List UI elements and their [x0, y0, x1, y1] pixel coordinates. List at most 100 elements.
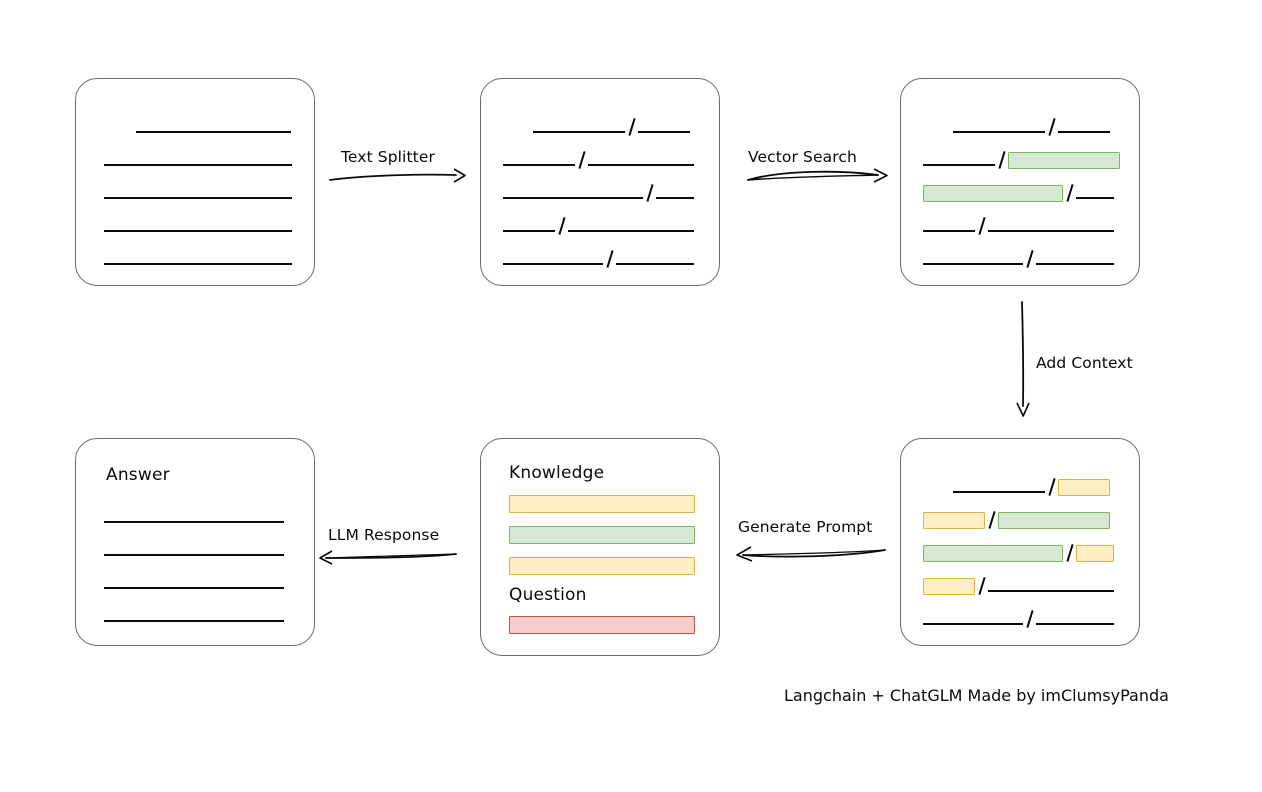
text-line	[503, 197, 643, 199]
edge-label-vector-search: Vector Search	[748, 148, 857, 166]
document-row	[901, 576, 1139, 596]
text-line	[104, 554, 284, 556]
document-row	[901, 183, 1139, 203]
node-matched-chunks[interactable]	[900, 78, 1140, 286]
highlight-chunk-yellow	[1058, 478, 1110, 496]
answer-lines	[76, 439, 314, 645]
question-label: Question	[509, 585, 587, 605]
document-row	[76, 117, 314, 137]
text-line	[104, 587, 284, 589]
document-row	[76, 507, 314, 527]
text-line	[104, 230, 292, 232]
slash-separator	[1023, 609, 1036, 629]
node-prompt[interactable]: Knowledge Question	[480, 438, 720, 656]
document-row	[481, 117, 719, 137]
answer-title: Answer	[106, 465, 170, 485]
text-line	[616, 263, 694, 265]
slash-separator	[575, 150, 588, 170]
text-line	[588, 164, 694, 166]
document-row	[76, 249, 314, 269]
highlight-chunk-yellow	[923, 577, 975, 595]
document-row	[481, 150, 719, 170]
text-line	[104, 620, 284, 622]
text-line	[923, 263, 1023, 265]
text-line	[104, 197, 292, 199]
text-line	[533, 131, 625, 133]
document-row	[481, 183, 719, 203]
slash-separator	[975, 216, 988, 236]
text-line	[923, 230, 975, 232]
prompt-bar-yellow	[509, 495, 695, 513]
document-row	[901, 249, 1139, 269]
highlight-chunk-yellow	[923, 511, 985, 529]
slash-separator	[555, 216, 568, 236]
text-line	[953, 491, 1045, 493]
text-line	[923, 164, 995, 166]
highlight-chunk-green	[1008, 151, 1120, 169]
knowledge-label: Knowledge	[509, 463, 605, 483]
text-line	[104, 263, 292, 265]
slash-separator	[625, 117, 638, 137]
document-row	[76, 183, 314, 203]
prompt-bar-red	[509, 616, 695, 634]
document-row	[76, 216, 314, 236]
arrow-llm-response	[319, 550, 457, 565]
text-line	[988, 590, 1114, 592]
source-document-lines	[76, 79, 314, 285]
node-context-chunks[interactable]	[900, 438, 1140, 646]
matched-chunks-lines	[901, 79, 1139, 285]
highlight-chunk-green	[923, 544, 1063, 562]
slash-separator	[985, 510, 998, 530]
text-line	[638, 131, 690, 133]
document-row	[76, 573, 314, 593]
document-row	[76, 540, 314, 560]
document-row	[901, 510, 1139, 530]
arrow-add-context	[1016, 301, 1030, 417]
text-line	[953, 131, 1045, 133]
text-line	[656, 197, 694, 199]
text-line	[503, 164, 575, 166]
document-row	[901, 543, 1139, 563]
text-line	[104, 521, 284, 523]
highlight-chunk-yellow	[1076, 544, 1114, 562]
arrow-generate-prompt	[736, 546, 886, 562]
slash-separator	[1045, 477, 1058, 497]
slash-separator	[1063, 183, 1076, 203]
text-line	[568, 230, 694, 232]
prompt-bar-yellow	[509, 557, 695, 575]
document-row	[76, 606, 314, 626]
slash-separator	[1023, 249, 1036, 269]
highlight-chunk-green	[923, 184, 1063, 202]
slash-separator	[975, 576, 988, 596]
arrow-text-splitter	[329, 168, 466, 183]
document-row	[76, 150, 314, 170]
text-line	[923, 623, 1023, 625]
context-chunks-lines	[901, 439, 1139, 645]
highlight-chunk-green	[998, 511, 1110, 529]
slash-separator	[643, 183, 656, 203]
text-line	[104, 164, 292, 166]
document-row	[901, 477, 1139, 497]
text-line	[503, 263, 603, 265]
text-line	[136, 131, 291, 133]
edge-label-generate-prompt: Generate Prompt	[738, 518, 873, 536]
slash-separator	[995, 150, 1008, 170]
edge-label-text-splitter: Text Splitter	[341, 148, 435, 166]
document-row	[901, 216, 1139, 236]
document-row	[901, 609, 1139, 629]
text-line	[988, 230, 1114, 232]
text-line	[1058, 131, 1110, 133]
document-row	[901, 117, 1139, 137]
slash-separator	[1045, 117, 1058, 137]
node-source-document[interactable]	[75, 78, 315, 286]
prompt-bar-green	[509, 526, 695, 544]
node-split-chunks[interactable]	[480, 78, 720, 286]
node-answer[interactable]: Answer	[75, 438, 315, 646]
edge-label-add-context: Add Context	[1036, 354, 1133, 372]
edge-label-llm-response: LLM Response	[328, 526, 440, 544]
document-row	[481, 249, 719, 269]
footer-credit: Langchain + ChatGLM Made by imClumsyPand…	[784, 686, 1169, 705]
slash-separator	[603, 249, 616, 269]
split-chunks-lines	[481, 79, 719, 285]
text-line	[1076, 197, 1114, 199]
